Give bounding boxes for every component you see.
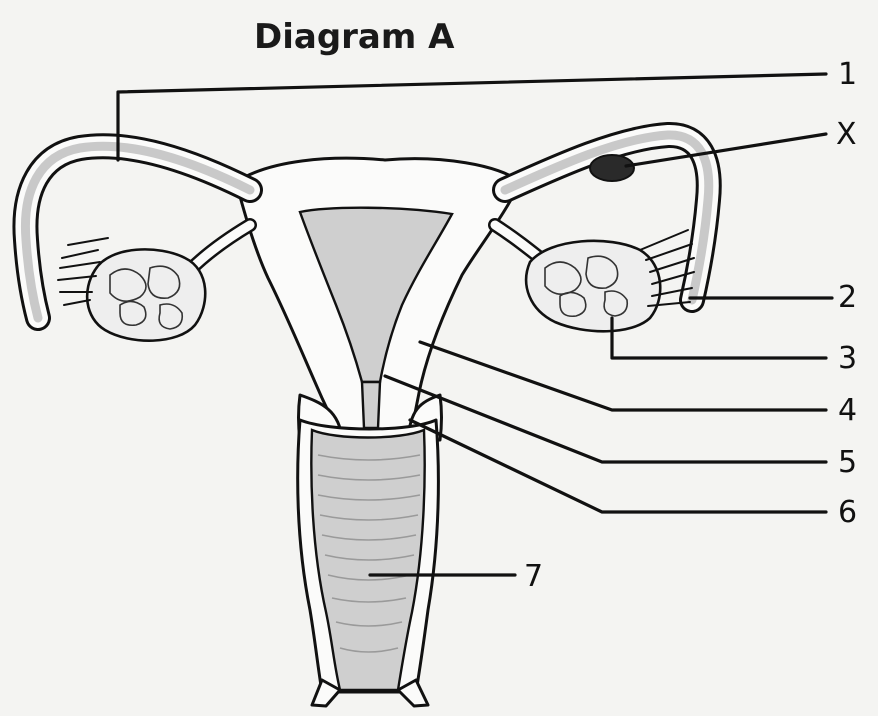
label-7: 7 xyxy=(524,559,543,594)
diagram-title: Diagram A xyxy=(254,17,455,57)
leader-4 xyxy=(420,342,826,410)
label-4: 4 xyxy=(838,393,857,428)
label-5: 5 xyxy=(838,445,857,480)
label-2: 2 xyxy=(838,280,857,315)
right-ovary xyxy=(526,241,660,331)
left-ovary xyxy=(87,249,205,340)
label-x: X xyxy=(836,117,857,152)
label-1: 1 xyxy=(838,57,857,92)
leader-lines xyxy=(118,74,832,575)
label-3: 3 xyxy=(838,341,857,376)
leader-1 xyxy=(118,74,826,160)
leader-6 xyxy=(410,420,826,512)
cervical-canal xyxy=(362,382,380,428)
leader-5 xyxy=(385,376,826,462)
structure-x-mass xyxy=(590,155,634,181)
label-6: 6 xyxy=(838,495,857,530)
